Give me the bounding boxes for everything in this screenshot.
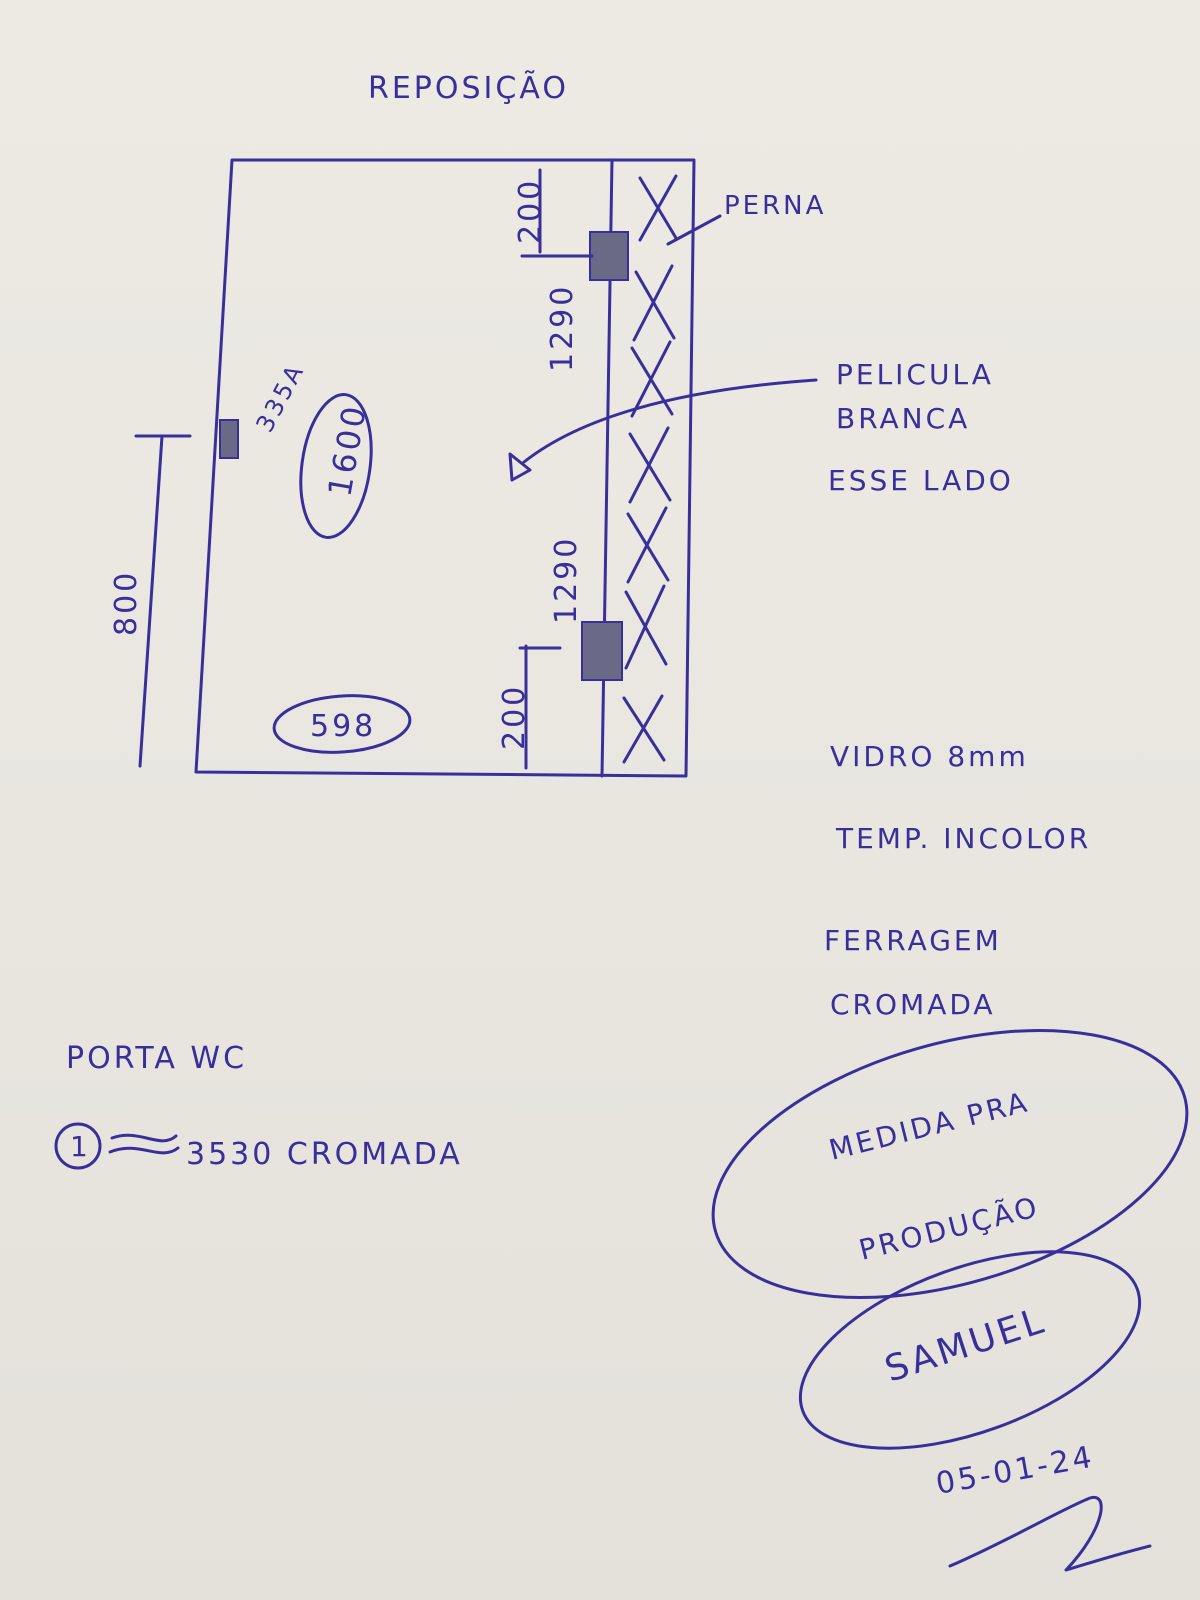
spec-medida-line1: MEDIDA PRA: [826, 1085, 1033, 1167]
porta-qty: 1: [70, 1130, 88, 1163]
height-circle: [299, 393, 373, 539]
dim-width-total: 598: [310, 709, 376, 744]
perna-leader: [666, 214, 722, 246]
pelicula-line3: ESSE LADO: [828, 464, 1014, 497]
dim-side-left: 800: [109, 570, 144, 636]
pelicula-line1: PELICULA: [836, 358, 994, 391]
spec-vidro: VIDRO 8mm: [830, 740, 1029, 773]
hinge-top: [589, 231, 629, 281]
porta-item: 3530 CROMADA: [186, 1137, 463, 1172]
medida-circle: [711, 1028, 1189, 1300]
porta-label: PORTA WC: [66, 1041, 247, 1076]
signature-circle: [798, 1250, 1142, 1450]
page-title: REPOSIÇÃO: [368, 70, 569, 106]
spec-ferragem-line1: FERRAGEM: [824, 924, 1002, 957]
dim-hinge-bottom-line: [518, 644, 562, 770]
handle-label: 335A: [251, 358, 311, 437]
spec-ferragem-line2: CROMADA: [830, 988, 996, 1021]
dim-hinge-top-line: [520, 168, 594, 258]
dim-side-right-top: 1290: [545, 284, 580, 372]
width-circle: [272, 694, 412, 754]
perna-label: PERNA: [724, 191, 826, 221]
hinge-bottom: [581, 621, 623, 681]
dim-hinge-top: 200: [513, 178, 548, 244]
signature-flourish: [948, 1495, 1152, 1572]
dim-800-line: [134, 434, 192, 768]
dim-hinge-bottom: 200: [497, 684, 532, 750]
signature-date: 05-01-24: [933, 1440, 1097, 1502]
pelicula-arrowhead: [508, 452, 532, 482]
handle: [219, 419, 239, 459]
dim-side-right-bottom: 1290: [549, 536, 584, 624]
pelicula-arrow: [522, 378, 818, 464]
spec-temp: TEMP. INCOLOR: [835, 822, 1091, 855]
signature-name: SAMUEL: [880, 1300, 1051, 1390]
glass-panel-outline: [194, 158, 696, 778]
perna-hatch: [622, 174, 678, 764]
scribble: [108, 1133, 180, 1155]
porta-qty-circle: [54, 1122, 102, 1170]
pelicula-line2: BRANCA: [836, 402, 970, 435]
